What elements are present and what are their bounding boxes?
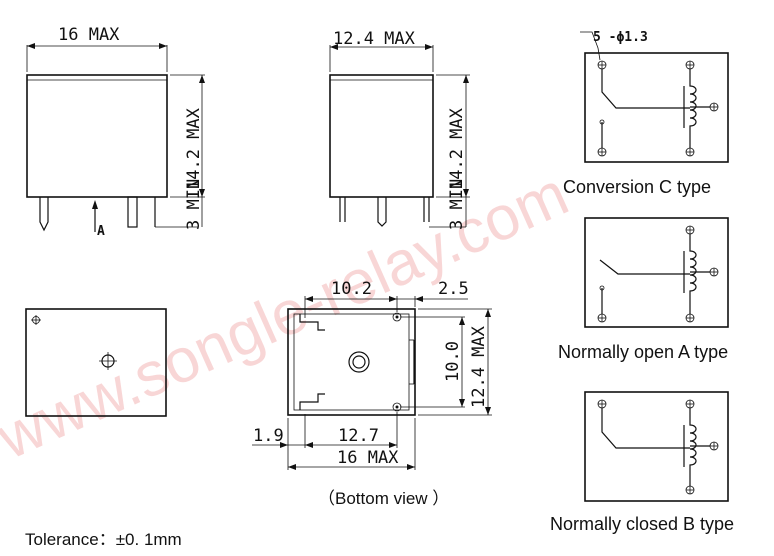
normally-closed-label: Normally closed B type: [550, 514, 734, 534]
schematic-conversion-c: 5 -ϕ1.3 Conversion C type: [563, 30, 729, 197]
view-arrow-label: A: [97, 224, 105, 239]
schematic-normally-open-a: Normally open A type: [558, 217, 729, 362]
end-height-label: 14.2 MAX: [447, 107, 467, 190]
front-view: 16 MAX 14.2 MAX 3 MIN A: [26, 25, 205, 239]
bottom-view-caption: （Bottom view ）: [318, 489, 449, 508]
conversion-label: Conversion C type: [563, 177, 711, 197]
dim-right-inner: 10.0: [443, 341, 463, 382]
front-pin-label: 3 MIN: [184, 179, 204, 230]
dim-top-left: 10.2: [331, 279, 372, 299]
end-view: 12.4 MAX 14.2 MAX 3 MIN: [329, 29, 470, 230]
dim-bottom-left: 1.9: [253, 426, 284, 446]
end-pin-label: 3 MIN: [447, 179, 467, 230]
bottom-view: 10.2 2.5 10.0 12.4 MAX 1.9 12.7 16 MAX （…: [252, 279, 492, 508]
pin-note: 5 -ϕ1.3: [593, 30, 648, 45]
schematic-normally-closed-b: Normally closed B type: [550, 391, 734, 534]
front-height-label: 14.2 MAX: [184, 107, 204, 190]
front-width-label: 16 MAX: [58, 25, 120, 45]
dim-right-outer: 12.4 MAX: [469, 325, 489, 408]
tolerance-note: Tolerance：±0. 1mm: [25, 530, 182, 549]
dim-top-right: 2.5: [438, 279, 469, 299]
top-view: [25, 308, 167, 417]
end-width-label: 12.4 MAX: [333, 29, 416, 49]
dim-bottom-mid: 12.7: [338, 426, 379, 446]
normally-open-label: Normally open A type: [558, 342, 728, 362]
watermark-text: www.songle-relay.com: [0, 159, 578, 473]
dim-bottom-overall: 16 MAX: [337, 448, 399, 468]
